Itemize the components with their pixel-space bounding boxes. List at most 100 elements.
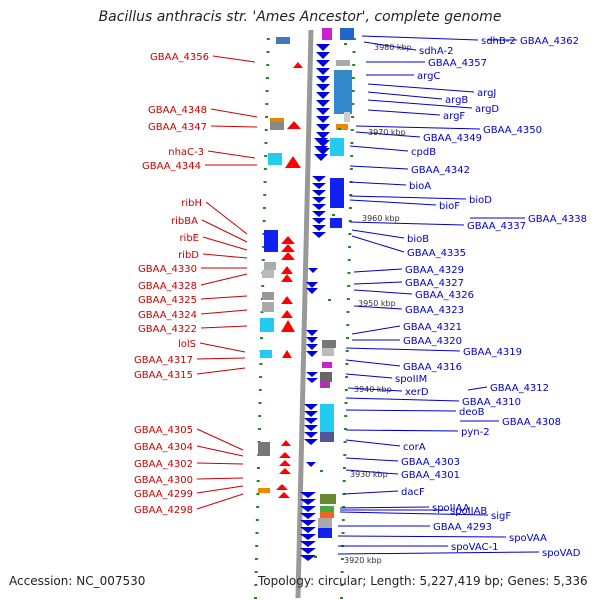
right-label-leader (353, 268, 403, 273)
reverse-gene-arrow (316, 44, 330, 51)
tick-mark (352, 64, 356, 66)
kbp-label: 3960 kbp (362, 214, 400, 223)
kbp-label: 3950 kbp (358, 299, 396, 308)
gene-block (318, 528, 332, 538)
right-gene-label: spoIIAB (450, 506, 487, 517)
tick-mark (349, 168, 353, 170)
reverse-gene-arrow (304, 432, 318, 438)
reverse-gene-arrow (300, 527, 316, 533)
gene-block (276, 37, 290, 44)
reverse-gene-arrow (312, 218, 326, 224)
reverse-gene-arrow (306, 282, 318, 288)
kbp-tick (344, 43, 347, 45)
right-gene-label: GBAA_4329 (405, 265, 464, 276)
reverse-gene-arrow (312, 211, 326, 217)
forward-gene-arrow (281, 244, 295, 252)
gene-block (262, 302, 274, 312)
reverse-gene-arrow (316, 132, 330, 139)
forward-gene-arrow (279, 452, 291, 458)
tick-mark (266, 51, 270, 53)
tick-mark (350, 155, 354, 157)
right-gene-label: GBAA_4338 (528, 214, 587, 225)
forward-gene-arrow (282, 350, 292, 358)
gene-block (336, 60, 350, 66)
reverse-gene-arrow (316, 108, 330, 115)
right-label-leader (355, 131, 421, 138)
right-label-leader (349, 199, 437, 206)
right-label-leader (345, 359, 401, 367)
reverse-gene-arrow (300, 506, 316, 512)
tick-mark (257, 428, 261, 430)
tick-mark (255, 532, 259, 534)
right-label-leader (345, 397, 460, 402)
left-label-leader (200, 325, 248, 329)
right-gene-label: GBAA_4319 (463, 347, 522, 358)
right-gene-label: bioB (407, 234, 429, 245)
left-gene-label: GBAA_4302 (134, 459, 193, 470)
tick-mark (340, 558, 344, 560)
tick-mark (352, 51, 356, 53)
tick-mark (256, 467, 260, 469)
tick-mark (341, 532, 345, 534)
left-gene-label: GBAA_4317 (134, 355, 193, 366)
tick-mark (342, 506, 346, 508)
tick-mark (265, 77, 269, 79)
reverse-gene-arrow (316, 68, 330, 75)
tick-mark (340, 584, 344, 586)
tick-mark (254, 558, 258, 560)
tick-mark (262, 207, 266, 209)
right-gene-label: GBAA_4335 (407, 248, 466, 259)
forward-gene-arrow (276, 484, 288, 490)
left-gene-label: GBAA_4356 (150, 52, 209, 63)
tick-mark (263, 181, 267, 183)
right-label-leader (355, 125, 481, 130)
tick-mark (345, 363, 349, 365)
right-gene-label: argB (445, 95, 468, 106)
reverse-gene-arrow (300, 499, 316, 505)
tick-mark (263, 194, 267, 196)
kbp-tick (324, 385, 327, 387)
tick-mark (344, 389, 348, 391)
right-label-leader (343, 490, 399, 495)
tick-mark (348, 220, 352, 222)
forward-gene-arrow (287, 121, 301, 129)
gene-block (330, 178, 344, 208)
tick-mark (351, 77, 355, 79)
right-label-leader (349, 181, 407, 186)
reverse-gene-arrow (304, 439, 318, 445)
reverse-gene-arrow (306, 372, 318, 377)
right-label-leader (353, 305, 403, 310)
right-label-leader (367, 109, 441, 116)
tick-mark (254, 597, 258, 599)
accession-text: Accession: NC_007530 (9, 574, 146, 588)
left-gene-labels: GBAA_4356GBAA_4348GBAA_4347nhaC-3GBAA_43… (134, 52, 258, 516)
right-gene-label: GBAA_4310 (462, 397, 521, 408)
gene-block (258, 488, 270, 493)
reverse-gene-arrow (312, 176, 326, 182)
tick-mark (255, 519, 259, 521)
forward-gene-arrow (281, 440, 291, 446)
right-label-leader (345, 457, 399, 462)
reverse-gene-arrow (316, 84, 330, 91)
right-gene-label: GBAA_4308 (502, 417, 561, 428)
forward-gene-arrow (281, 252, 295, 260)
gene-block (344, 112, 350, 122)
right-gene-label: GBAA_4350 (483, 125, 542, 136)
tick-mark (259, 363, 263, 365)
reverse-gene-arrow (316, 76, 330, 83)
reverse-gene-arrow (304, 411, 318, 417)
right-gene-label: GBAA_4337 (467, 221, 526, 232)
gene-block (336, 124, 348, 130)
right-label-leader (337, 535, 507, 538)
reverse-gene-arrow (316, 52, 330, 59)
tick-mark (262, 233, 266, 235)
kbp-tick (320, 470, 323, 472)
reverse-gene-arrow (316, 60, 330, 67)
kbp-label: 3970 kbp (368, 128, 406, 137)
right-gene-label: spoVAD (542, 548, 581, 559)
reverse-gene-arrow (316, 100, 330, 107)
tick-mark (342, 480, 346, 482)
forward-gene-arrow (281, 310, 293, 318)
reverse-gene-arrow (306, 378, 318, 383)
